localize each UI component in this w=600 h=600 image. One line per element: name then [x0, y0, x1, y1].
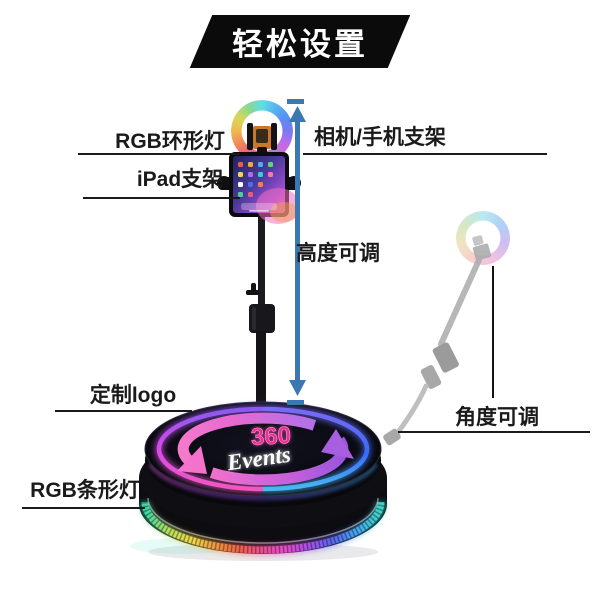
rgb-strip-light-icon: [139, 497, 387, 556]
underline-camera-phone-mount: [303, 153, 547, 155]
logo-360: 360: [250, 422, 291, 451]
tilted-arm-ghost: [383, 235, 492, 446]
rotation-arrows-icon: [177, 412, 354, 486]
underline-rgb-ring-light: [78, 153, 240, 155]
title-banner: 轻松设置: [189, 15, 411, 68]
ipad-app-icons: [238, 162, 273, 197]
underline-custom-logo: [55, 410, 192, 412]
telescopic-pole: [246, 214, 275, 407]
platform-glow-ring: [154, 404, 372, 494]
underline-ipad-mount: [83, 197, 240, 199]
page-title: 轻松设置: [232, 27, 368, 62]
label-rgb-ring-light: RGB环形灯: [115, 130, 225, 153]
label-rgb-strip-light: RGB条形灯: [30, 479, 140, 502]
underline-angle-adjustable: [398, 431, 590, 433]
label-angle-adjustable: 角度可调: [455, 406, 539, 429]
logo-360-glow: 360: [250, 422, 291, 451]
label-ipad-mount: iPad支架: [136, 168, 224, 191]
label-height-adjustable: 高度可调: [296, 242, 380, 265]
phone-mount-icon: [246, 123, 279, 157]
ipad-on-mount: [217, 152, 301, 224]
label-custom-logo: 定制logo: [89, 384, 177, 407]
turntable-platform: 360 360 Events Events: [130, 401, 387, 561]
underline-rgb-strip-light: [22, 507, 145, 509]
height-arrow: [287, 99, 306, 405]
label-camera-phone-mount: 相机/手机支架: [314, 126, 446, 149]
